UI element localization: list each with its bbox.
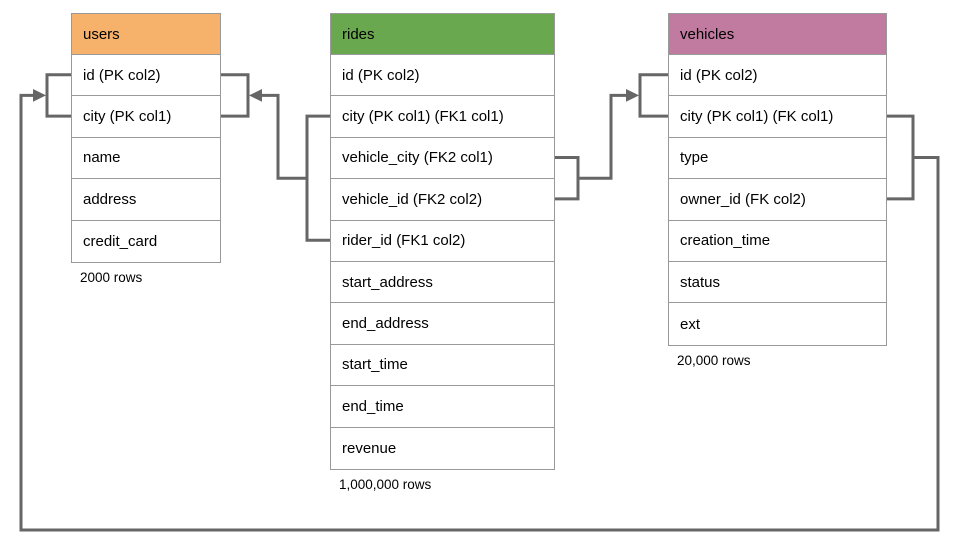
column-row-rides: end_time bbox=[331, 386, 554, 428]
column-row-rides: start_time bbox=[331, 344, 554, 387]
connector-line bbox=[305, 114, 330, 242]
connector-line bbox=[578, 93, 628, 180]
connector-line bbox=[45, 73, 71, 118]
connector-line bbox=[887, 114, 915, 201]
column-row-rides: rider_id (FK1 col2) bbox=[331, 220, 554, 262]
column-row-users: credit_card bbox=[72, 220, 220, 262]
row-count-label-vehicles: 20,000 rows bbox=[677, 352, 751, 368]
column-row-vehicles: creation_time bbox=[669, 220, 886, 262]
arrowhead-icon bbox=[249, 89, 262, 102]
relationship-fk-vehicles-to-users bbox=[19, 73, 940, 532]
column-row-vehicles: id (PK col2) bbox=[669, 55, 886, 97]
column-row-rides: end_address bbox=[331, 303, 554, 345]
column-row-rides: start_address bbox=[331, 261, 554, 304]
arrowhead-icon bbox=[626, 89, 639, 102]
column-row-rides: city (PK col1) (FK1 col1) bbox=[331, 96, 554, 138]
column-row-vehicles: ext bbox=[669, 303, 886, 345]
column-row-rides: vehicle_id (FK2 col2) bbox=[331, 179, 554, 221]
column-row-rides: vehicle_city (FK2 col1) bbox=[331, 137, 554, 180]
connector-line bbox=[19, 93, 940, 532]
table-header-rides: rides bbox=[331, 14, 554, 55]
column-row-users: name bbox=[72, 137, 220, 180]
column-row-users: city (PK col1) bbox=[72, 96, 220, 138]
column-row-vehicles: owner_id (FK col2) bbox=[669, 179, 886, 221]
column-row-rides: id (PK col2) bbox=[331, 55, 554, 97]
table-header-vehicles: vehicles bbox=[669, 14, 886, 55]
column-row-vehicles: city (PK col1) (FK col1) bbox=[669, 96, 886, 138]
column-row-vehicles: type bbox=[669, 137, 886, 180]
row-count-label-rides: 1,000,000 rows bbox=[339, 477, 432, 492]
relationship-fk2-rides-to-vehicles bbox=[555, 73, 668, 201]
arrowhead-icon bbox=[33, 89, 46, 102]
column-row-users: address bbox=[72, 179, 220, 221]
row-count-label-users: 2000 rows bbox=[80, 270, 143, 285]
connector-line bbox=[638, 73, 668, 118]
connector-line bbox=[261, 93, 307, 180]
column-row-vehicles: status bbox=[669, 261, 886, 304]
table-header-users: users bbox=[72, 14, 220, 55]
connector-line bbox=[221, 73, 250, 118]
column-row-rides: revenue bbox=[331, 427, 554, 469]
column-row-users: id (PK col2) bbox=[72, 55, 220, 97]
connector-line bbox=[555, 156, 580, 201]
relationship-fk1-rides-to-users bbox=[221, 73, 330, 242]
